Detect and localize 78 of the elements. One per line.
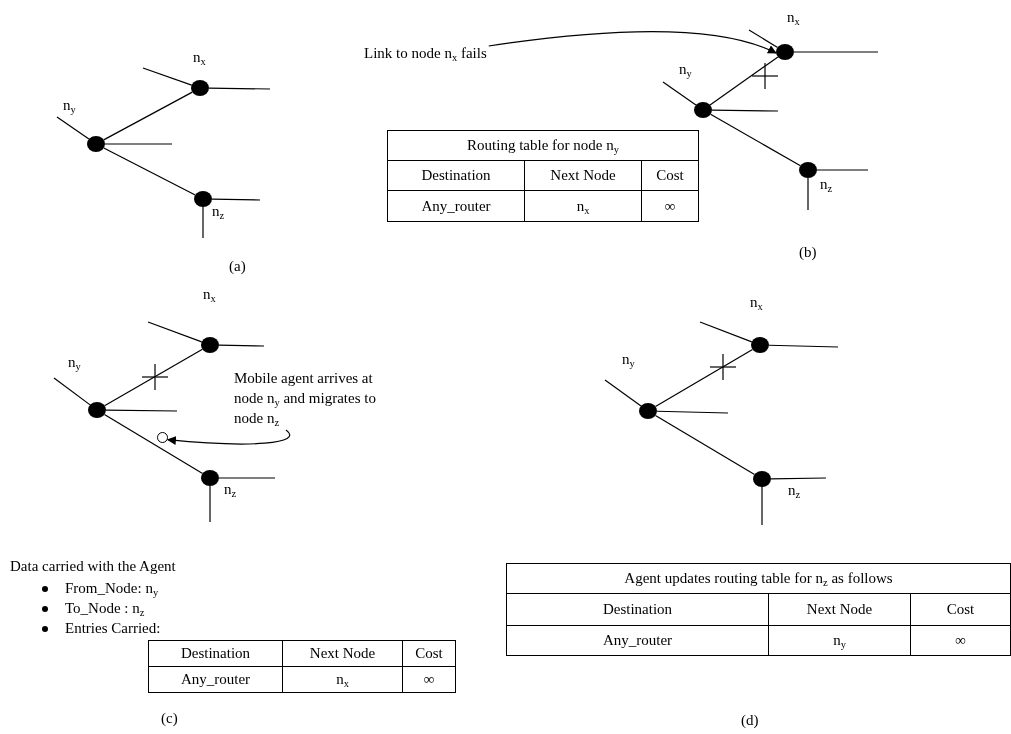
node-dot <box>87 136 105 152</box>
link-line <box>103 91 193 141</box>
link-line <box>202 206 204 239</box>
table-title: Routing table for node n$_{y}$ <box>387 130 699 161</box>
table-cell: ∞ <box>402 666 456 693</box>
list-item: Entries Carried: <box>65 619 161 637</box>
link-line <box>793 51 879 53</box>
table-cell: ∞ <box>910 625 1011 656</box>
link-line <box>748 29 779 49</box>
link-line <box>656 410 729 414</box>
panel-label: (d) <box>741 711 759 729</box>
section-heading: Data carried with the Agent <box>10 557 176 575</box>
list-item: From_Node: n$_{y}$ <box>65 579 159 597</box>
link-line <box>103 147 196 196</box>
link-line <box>770 477 827 480</box>
panel-label: (c) <box>161 709 178 727</box>
link-line <box>104 143 173 145</box>
node-dot <box>88 402 106 418</box>
list-item: To_Node : n$_{z}$ <box>65 599 145 617</box>
link-line <box>816 169 869 171</box>
link-line <box>654 348 754 408</box>
node-dot <box>776 44 794 60</box>
table-cell: Cost <box>402 640 456 667</box>
node-label: n$_{x}$ <box>193 48 206 66</box>
table-cell: ∞ <box>641 190 699 222</box>
node-dot <box>639 403 657 419</box>
link-line <box>709 56 779 106</box>
node-label: n$_{y}$ <box>679 60 692 78</box>
link-line <box>699 321 753 343</box>
node-dot <box>201 337 219 353</box>
node-dot <box>694 102 712 118</box>
link-line <box>105 409 178 412</box>
node-dot <box>753 471 771 487</box>
link-line <box>209 485 211 523</box>
link-line <box>662 81 697 106</box>
node-label: n$_{z}$ <box>212 202 225 220</box>
node-label: n$_{x}$ <box>750 293 763 311</box>
link-line <box>218 477 276 479</box>
link-line <box>604 379 642 407</box>
node-label: n$_{z}$ <box>224 480 237 498</box>
node-dot <box>201 470 219 486</box>
node-label: n$_{z}$ <box>788 481 801 499</box>
link-line <box>211 198 261 201</box>
panel-label: (b) <box>799 243 817 261</box>
table-cell: Any_router <box>506 625 769 656</box>
link-line <box>654 414 756 476</box>
node-dot <box>799 162 817 178</box>
link-line <box>147 321 203 343</box>
node-label: n$_{y}$ <box>63 96 76 114</box>
link-line <box>709 113 802 167</box>
node-label: n$_{y}$ <box>68 353 81 371</box>
link-line <box>53 377 91 406</box>
link-line <box>807 177 809 211</box>
node-label: n$_{z}$ <box>820 175 833 193</box>
link-line <box>208 87 271 90</box>
table-cell: Destination <box>148 640 283 667</box>
panel-label: (a) <box>229 257 246 275</box>
table-title: Agent updates routing table for n$_{z}$ as follows <box>506 563 1011 594</box>
link-line <box>56 116 90 140</box>
curved-arrow <box>166 429 291 445</box>
table-cell: Any_router <box>387 190 525 222</box>
link-line <box>761 486 763 526</box>
annotation-text: Mobile agent arrives at node n$_{y}$ and migrates to node n$_{z}$ <box>234 368 384 428</box>
node-label: n$_{x}$ <box>787 8 800 26</box>
table-cell: Any_router <box>148 666 283 693</box>
node-label: n$_{y}$ <box>622 350 635 368</box>
node-label: n$_{x}$ <box>203 285 216 303</box>
link-line <box>103 348 204 407</box>
annotation-text: Link to node n$_{x}$ fails <box>364 44 487 62</box>
curved-arrow <box>488 31 777 54</box>
node-dot <box>194 191 212 207</box>
link-line <box>218 344 265 347</box>
link-line <box>711 109 779 112</box>
node-dot <box>751 337 769 353</box>
link-line <box>103 413 204 475</box>
link-line <box>142 67 193 86</box>
link-line <box>768 344 839 348</box>
node-dot <box>191 80 209 96</box>
